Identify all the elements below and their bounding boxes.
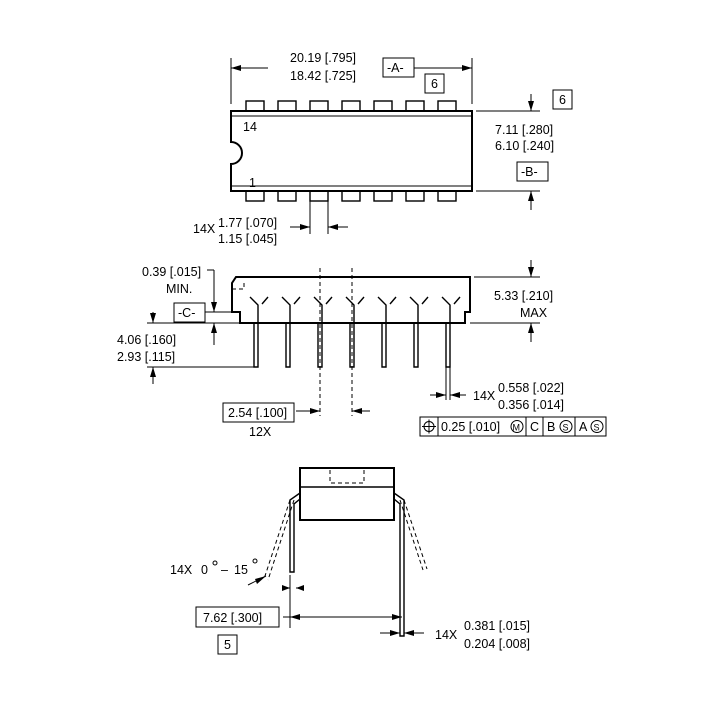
height-label: 5.33 [.210]	[494, 289, 553, 303]
mmc-modifier-icon	[510, 420, 524, 433]
datum-c-box	[173, 302, 206, 323]
length-max-label: 20.19 [.795]	[290, 51, 356, 65]
note-6-box-top	[424, 73, 445, 94]
pitch-qty-label: 12X	[249, 425, 272, 439]
frame-datum-a: A	[579, 420, 588, 434]
angle-dash-label: –	[221, 563, 228, 577]
lead-width-max: 1.77 [.070]	[218, 216, 277, 230]
pin-width-min: 0.356 [.014]	[498, 398, 564, 412]
degree-icon	[252, 558, 258, 564]
datum-a-label: -A-	[387, 61, 404, 75]
frame-datum-b-mod: S	[563, 423, 569, 433]
note-5-box	[217, 634, 238, 655]
package-body-end	[299, 467, 395, 521]
lead-width-qty: 14X	[193, 222, 216, 236]
datum-b-box	[516, 161, 549, 182]
thickness-min-label: 0.204 [.008]	[464, 637, 530, 651]
length-min-label: 18.42 [.725]	[290, 69, 356, 83]
mmc-modifier-label: M	[513, 423, 521, 433]
pin-width-max: 0.558 [.022]	[498, 381, 564, 395]
package-body-side	[231, 276, 471, 324]
note-5-label: 5	[224, 638, 231, 652]
lead-width-min: 1.15 [.045]	[218, 232, 277, 246]
pin-1-label: 1	[249, 176, 256, 190]
angle-qty-label: 14X	[170, 563, 193, 577]
note-6-label-top: 6	[431, 77, 438, 91]
pitch-box	[222, 402, 295, 423]
degree-icon	[212, 560, 218, 566]
angle-min-label: 0	[201, 563, 208, 577]
package-body-top	[230, 110, 473, 192]
datum-a-box	[382, 57, 415, 78]
note-6-label-right: 6	[559, 93, 566, 107]
datum-b-label: -B-	[521, 165, 538, 179]
standoff-label: 0.39 [.015]	[142, 265, 201, 279]
datum-c-label: -C-	[178, 306, 195, 320]
end-view: 14X 0 – 15 7.62 [.300] 5 14X 0.381 [.015…	[170, 467, 530, 655]
width-min-label: 6.10 [.240]	[495, 139, 554, 153]
top-leads	[245, 100, 457, 112]
pin-14-label: 14	[243, 120, 257, 134]
side-view: 0.39 [.015] MIN. -C- 4.06 [.160] 2.93 [.…	[117, 260, 607, 439]
frame-datum-c: C	[530, 420, 539, 434]
bottom-leads	[245, 190, 457, 202]
side-leads	[249, 296, 461, 368]
standoff-min-label: MIN.	[166, 282, 192, 296]
pitch-label: 2.54 [.100]	[228, 406, 287, 420]
position-tolerance-icon	[422, 419, 436, 434]
feature-control-frame: 0.25 [.010] M C B S A S	[419, 416, 607, 437]
angle-max-label: 15	[234, 563, 248, 577]
note-6-box-right	[552, 89, 573, 110]
top-view: 20.19 [.795] 18.42 [.725] -A- 6 14 1	[193, 51, 573, 246]
seat-min-label: 2.93 [.115]	[117, 350, 175, 364]
thickness-qty-label: 14X	[435, 628, 458, 642]
frame-datum-b: B	[547, 420, 555, 434]
row-spacing-box	[195, 606, 280, 628]
width-max-label: 7.11 [.280]	[495, 123, 553, 137]
tolerance-value: 0.25 [.010]	[441, 420, 500, 434]
height-max-label: MAX	[520, 306, 548, 320]
rfs-modifier-icon	[590, 420, 604, 433]
rfs-modifier-icon	[559, 420, 573, 433]
pin-width-qty: 14X	[473, 389, 496, 403]
thickness-max-label: 0.381 [.015]	[464, 619, 530, 633]
seat-max-label: 4.06 [.160]	[117, 333, 176, 347]
row-spacing-label: 7.62 [.300]	[203, 611, 262, 625]
frame-datum-a-mod: S	[594, 423, 600, 433]
